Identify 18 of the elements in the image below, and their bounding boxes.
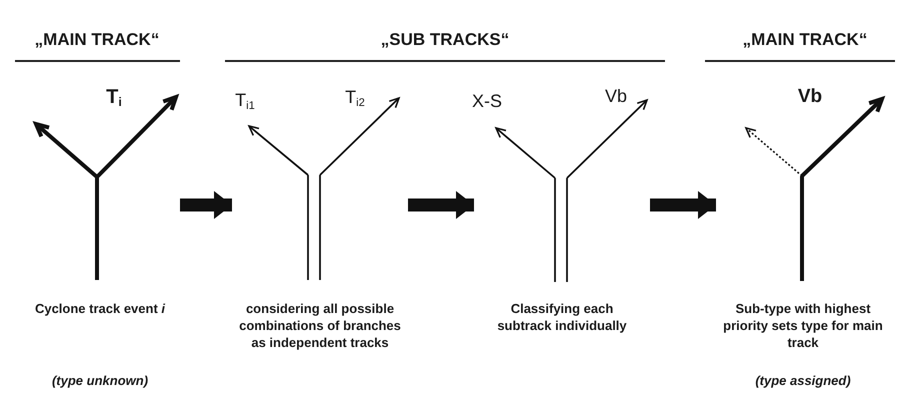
step-caption: Classifying each subtrack individually	[496, 300, 628, 334]
track-label: X-S	[472, 91, 502, 112]
track-label: T$_{i2}$	[345, 87, 365, 109]
section-heading: „SUB TRACKS“	[380, 30, 510, 50]
block-arrow	[408, 191, 474, 219]
track-label: Vb	[798, 86, 822, 108]
section-heading: „MAIN TRACK“	[742, 30, 868, 50]
step-caption: Cyclone track event i	[34, 300, 166, 317]
block-arrow	[180, 191, 232, 219]
section-heading: „MAIN TRACK“	[34, 30, 160, 50]
step-caption: Sub-type with highest priority sets type for main track	[723, 300, 883, 351]
track-label: T$_{i}$	[106, 86, 122, 110]
status-note: (type assigned)	[755, 372, 851, 389]
block-arrow	[650, 191, 716, 219]
status-note: (type unknown)	[52, 372, 148, 389]
step-caption: considering all possible combinations of branches as independent tracks	[238, 300, 402, 351]
track-label: Vb	[604, 86, 628, 107]
track-label: T$_{i1}$	[235, 90, 255, 112]
